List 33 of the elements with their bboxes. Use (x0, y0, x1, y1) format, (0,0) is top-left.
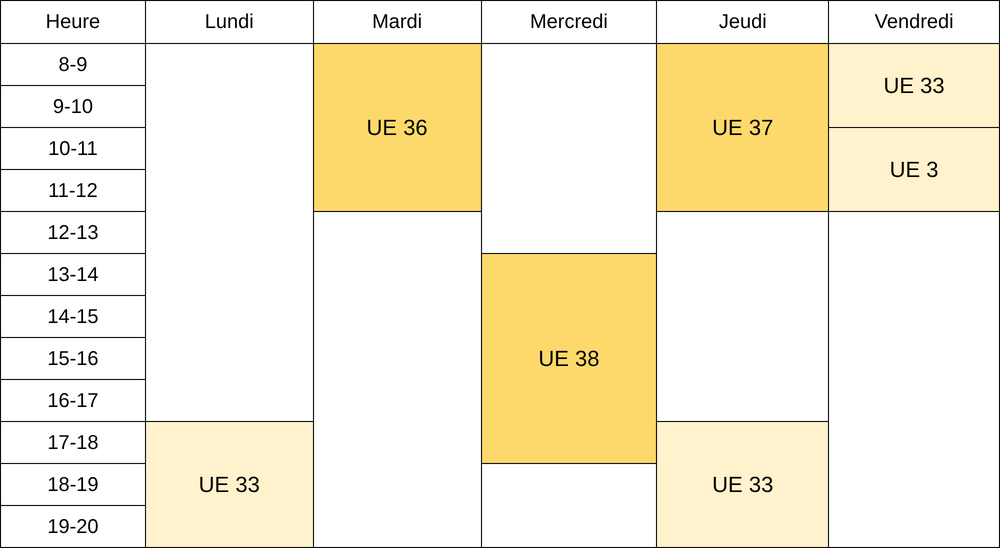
course-block (314, 44, 481, 211)
empty-slot (482, 464, 656, 547)
column-header: Vendredi (874, 10, 954, 35)
course-code: UE 36 (366, 114, 428, 142)
column-header: Mardi (372, 10, 422, 35)
hour-label: 17-18 (47, 430, 98, 456)
hour-label: 8-9 (58, 52, 88, 78)
column-header: Lundi (204, 10, 254, 35)
course-code: UE 33 (198, 471, 260, 499)
column-header: Mercredi (530, 10, 608, 35)
hour-label: 9-10 (52, 94, 93, 120)
course-code: UE 33 (712, 471, 774, 499)
hour-label: 13-14 (47, 262, 98, 288)
hour-label: 18-19 (47, 472, 98, 498)
course-block (482, 254, 656, 463)
course-block (829, 44, 999, 127)
course-block (657, 44, 828, 211)
course-code: UE 3 (890, 156, 939, 184)
course-block (657, 422, 828, 547)
course-code: UE 33 (884, 72, 945, 100)
column-header: Jeudi (718, 10, 767, 35)
course-block (146, 422, 313, 547)
hour-label: 16-17 (47, 388, 98, 414)
hour-label: 11-12 (48, 178, 98, 204)
hour-label: 10-11 (48, 136, 98, 162)
course-code: UE 38 (538, 345, 600, 373)
hour-label: 15-16 (47, 346, 98, 372)
hour-label: 19-20 (47, 514, 98, 540)
course-code: UE 37 (712, 114, 774, 142)
hour-label: 14-15 (47, 304, 98, 330)
course-block (829, 128, 999, 211)
column-header: Heure (46, 10, 100, 35)
hour-label: 12-13 (47, 220, 98, 246)
